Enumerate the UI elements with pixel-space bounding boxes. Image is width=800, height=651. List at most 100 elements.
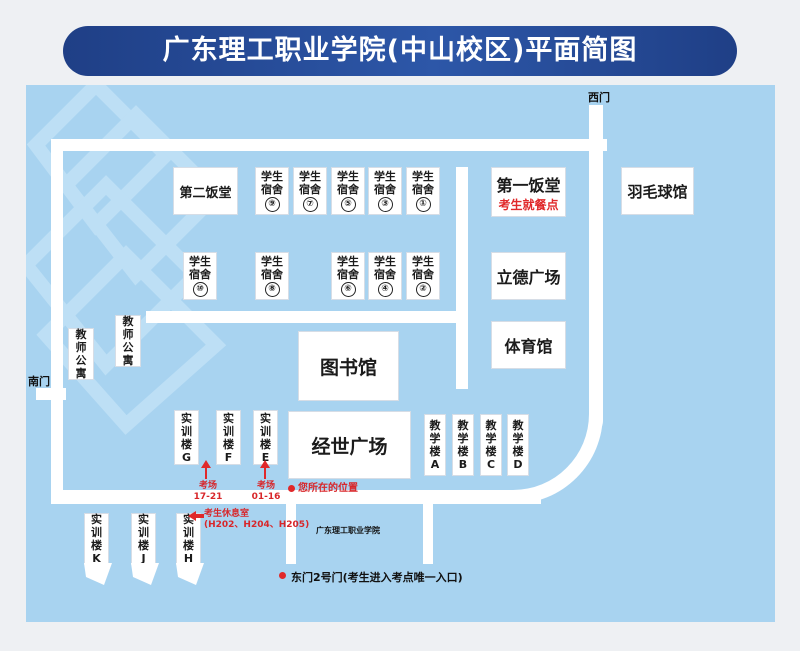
teacher-apartment-label: 教师公寓 [75, 328, 87, 380]
badminton-hall-label: 羽毛球馆 [627, 182, 688, 201]
dorm-label: 学生宿舍 [189, 255, 211, 281]
dorm-4: 学生宿舍 ④ [368, 252, 402, 300]
gymnasium: 体育馆 [491, 321, 566, 369]
dorm-6: 学生宿舍 ⑥ [331, 252, 365, 300]
training-building-code: E [261, 450, 270, 464]
teaching-building-code: C [486, 458, 496, 471]
rest-room-detail: (H202、H204、H205) [204, 520, 310, 530]
exam-1-arrow-icon [201, 460, 211, 468]
dorm-label: 学生宿舍 [337, 170, 359, 196]
teaching-building-label: 教学楼 [512, 419, 524, 458]
dorm-number: ⑥ [340, 282, 356, 297]
training-building-label: 实训楼 [223, 411, 234, 451]
training-building-label: 实训楼 [181, 411, 192, 451]
teaching-building-code: D [513, 458, 523, 471]
dorm-2: 学生宿舍 ② [406, 252, 440, 300]
rest-room-title: 考生休息室 [204, 509, 250, 519]
dorm-number: ② [415, 282, 431, 297]
badminton-hall: 羽毛球馆 [621, 167, 694, 215]
training-building-code: J [141, 552, 146, 565]
teacher-apartment-1: 教师公寓 [68, 328, 94, 380]
map-title: 广东理工职业学院(中山校区)平面简图 [63, 26, 737, 76]
road-left [51, 139, 63, 504]
dorm-label: 学生宿舍 [374, 170, 396, 196]
second-canteen: 第二饭堂 [173, 167, 238, 215]
rest-room-arrow-icon [188, 511, 204, 521]
road-middle [146, 311, 462, 323]
dorm-number: ④ [377, 282, 393, 297]
lide-square-label: 立德广场 [496, 268, 561, 287]
east-gate-label: 东门2号门(考生进入考点唯一入口) [291, 571, 463, 584]
training-building-code: F [224, 450, 233, 464]
dorm-5: 学生宿舍 ⑤ [331, 167, 365, 215]
teaching-building-b: 教学楼 B [452, 414, 474, 476]
dorm-3: 学生宿舍 ③ [368, 167, 402, 215]
road-bottom [51, 490, 541, 504]
teaching-building-code: A [430, 458, 440, 471]
dorm-label: 学生宿舍 [261, 170, 283, 196]
road-east-gate-1 [286, 504, 296, 564]
teaching-building-label: 教学楼 [429, 419, 441, 458]
exam-2-arrow-shaft [264, 467, 266, 479]
dorm-number: ⑧ [264, 282, 280, 297]
exam-room-1: 考场 17-21 [190, 481, 226, 503]
first-canteen-note: 考生就餐点 [498, 197, 559, 212]
east-gate-marker-icon [279, 572, 286, 579]
jingshi-square-label: 经世广场 [311, 435, 388, 458]
dorm-label: 学生宿舍 [412, 170, 434, 196]
training-building-code: K [92, 552, 101, 565]
dorm-7: 学生宿舍 ⑦ [293, 167, 327, 215]
you-are-here-marker-icon [288, 485, 295, 492]
training-building-j: 实训楼 J [131, 513, 156, 565]
dorm-number: ⑤ [340, 197, 356, 212]
dorm-number: ⑦ [302, 197, 318, 212]
teaching-building-a: 教学楼 A [424, 414, 446, 476]
teaching-building-label: 教学楼 [485, 419, 497, 458]
you-are-here-label: 您所在的位置 [298, 483, 358, 494]
dorm-number: ① [415, 197, 431, 212]
exam-room-1-title: 考场 [198, 481, 217, 491]
dorm-number: ⑩ [192, 282, 208, 297]
first-canteen: 第一饭堂 考生就餐点 [491, 167, 566, 217]
road-top [51, 139, 607, 151]
dorm-10: 学生宿舍 ⑩ [183, 252, 217, 300]
teacher-apartment-label: 教师公寓 [122, 315, 134, 367]
exam-room-2: 考场 01-16 [248, 481, 284, 503]
exam-room-2-range: 01-16 [251, 492, 281, 502]
dorm-8: 学生宿舍 ⑧ [255, 252, 289, 300]
school-name-sign: 广东理工职业学院 [316, 526, 380, 535]
teaching-building-d: 教学楼 D [507, 414, 529, 476]
exam-1-arrow-shaft [205, 467, 207, 479]
training-building-label: 实训楼 [91, 513, 102, 552]
teacher-apartment-2: 教师公寓 [115, 315, 141, 367]
road-middle-vertical [456, 167, 468, 389]
road-west-gate [589, 105, 603, 435]
training-building-code: G [181, 450, 192, 464]
exam-room-1-range: 17-21 [193, 492, 223, 502]
training-building-g: 实训楼 G [174, 410, 199, 465]
dorm-label: 学生宿舍 [374, 255, 396, 281]
dorm-number: ③ [377, 197, 393, 212]
teaching-building-label: 教学楼 [457, 419, 469, 458]
dorm-9: 学生宿舍 ⑨ [255, 167, 289, 215]
training-building-code: H [183, 552, 194, 565]
dorm-label: 学生宿舍 [299, 170, 321, 196]
dorm-label: 学生宿舍 [261, 255, 283, 281]
dorm-1: 学生宿舍 ① [406, 167, 440, 215]
training-building-label: 实训楼 [138, 513, 149, 552]
building-tails [84, 563, 204, 585]
library: 图书馆 [298, 331, 399, 401]
library-label: 图书馆 [319, 356, 377, 379]
campus-map: 西门 南门 第二饭堂 第一饭堂 考生就餐点 学生宿舍 ⑨ 学生宿舍 ⑦ 学生宿舍… [26, 85, 775, 622]
second-canteen-label: 第二饭堂 [179, 185, 232, 201]
lide-square: 立德广场 [491, 252, 566, 300]
dorm-number: ⑨ [264, 197, 280, 212]
exam-room-2-title: 考场 [256, 481, 275, 491]
jingshi-square: 经世广场 [288, 411, 411, 479]
training-building-h: 实训楼 H [176, 513, 201, 565]
first-canteen-label: 第一饭堂 [496, 175, 561, 195]
road-south-gate [36, 388, 66, 400]
exam-2-arrow-icon [260, 460, 270, 468]
gymnasium-label: 体育馆 [504, 337, 553, 356]
dorm-label: 学生宿舍 [337, 255, 359, 281]
